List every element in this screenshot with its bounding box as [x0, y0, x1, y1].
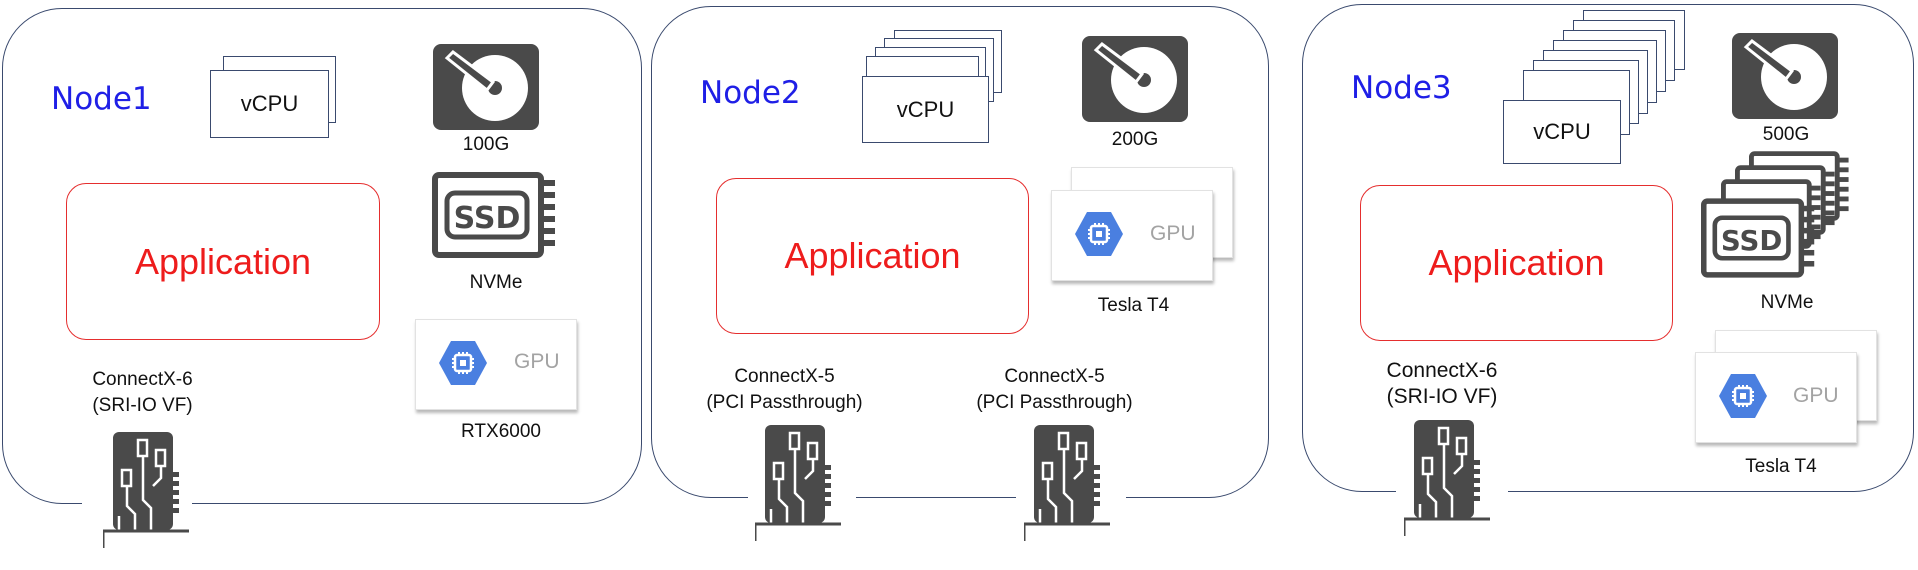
- node3-vcpu-card: [1503, 100, 1621, 164]
- node3-gpu-chip-icon: [1718, 373, 1768, 419]
- node1-nic-label: ConnectX-6 (SRI-IO VF): [70, 367, 215, 419]
- node3-gpu-text: GPU: [1793, 384, 1839, 407]
- node2-vcpu-label: vCPU: [896, 96, 955, 122]
- node2-network-card-a-icon: [755, 423, 845, 541]
- node3-hard-disk-icon: [1732, 33, 1838, 119]
- node1-network-card-icon: [103, 430, 193, 548]
- node1-disk-size: 100G: [462, 134, 510, 155]
- node2-gpu-chip-icon: [1074, 211, 1124, 257]
- node2-nic-b-label: ConnectX-5 (PCI Passthrough): [967, 364, 1142, 416]
- node1-gpu-text: GPU: [514, 350, 560, 373]
- node1-nic-name: ConnectX-6: [92, 369, 193, 390]
- node3-ssd-icon: [1701, 198, 1817, 278]
- node1-ssd-icon: [432, 172, 558, 258]
- node3-nic-name: ConnectX-6: [1386, 359, 1498, 382]
- node2-gpu-text: GPU: [1150, 222, 1196, 245]
- node3-application-box: Application: [1360, 185, 1673, 341]
- node1-title: Node1: [51, 81, 152, 117]
- node3-gpu-model: Tesla T4: [1745, 456, 1817, 477]
- node2-nic-a-mode: (PCI Passthrough): [706, 392, 863, 413]
- node2-application-label: Application: [784, 235, 961, 276]
- node1-application-label: Application: [134, 240, 312, 282]
- node3-application-label: Application: [1428, 242, 1605, 283]
- node1-vcpu-label: vCPU: [240, 91, 299, 116]
- node1-gpu-chip-icon: [438, 340, 488, 386]
- node3-disk-size: 500G: [1762, 124, 1810, 145]
- node1-hard-disk-icon: [433, 44, 539, 130]
- node2-title: Node2: [700, 75, 801, 111]
- node3-title: Node3: [1351, 70, 1452, 106]
- node2-nic-b-name: ConnectX-5: [1004, 366, 1105, 387]
- node1-vcpu-card: [210, 70, 329, 138]
- node3-nvme-label: NVMe: [1760, 292, 1814, 313]
- node2-network-card-b-icon: [1024, 423, 1114, 541]
- node2-nic-a-label: ConnectX-5 (PCI Passthrough): [697, 364, 872, 416]
- node3-nic-mode: (SRI-IO VF): [1386, 385, 1498, 408]
- node2-nic-a-name: ConnectX-5: [734, 366, 835, 387]
- node2-nic-b-mode: (PCI Passthrough): [976, 392, 1133, 413]
- node3-nic-label: ConnectX-6 (SRI-IO VF): [1362, 358, 1522, 410]
- node2-vcpu-card: [862, 76, 989, 143]
- node1-nvme-label: NVMe: [469, 272, 523, 293]
- node2-application-box: Application: [716, 178, 1029, 334]
- node2-gpu-model: Tesla T4: [1097, 295, 1170, 316]
- node3-network-card-icon: [1404, 418, 1494, 536]
- node3-vcpu-label: vCPU: [1533, 119, 1591, 144]
- node2-hard-disk-icon: [1082, 36, 1188, 122]
- node1-gpu-model: RTX6000: [461, 421, 541, 442]
- node1-application-box: Application: [66, 183, 380, 340]
- node2-disk-size: 200G: [1111, 129, 1159, 150]
- node1-nic-mode: (SRI-IO VF): [92, 395, 193, 416]
